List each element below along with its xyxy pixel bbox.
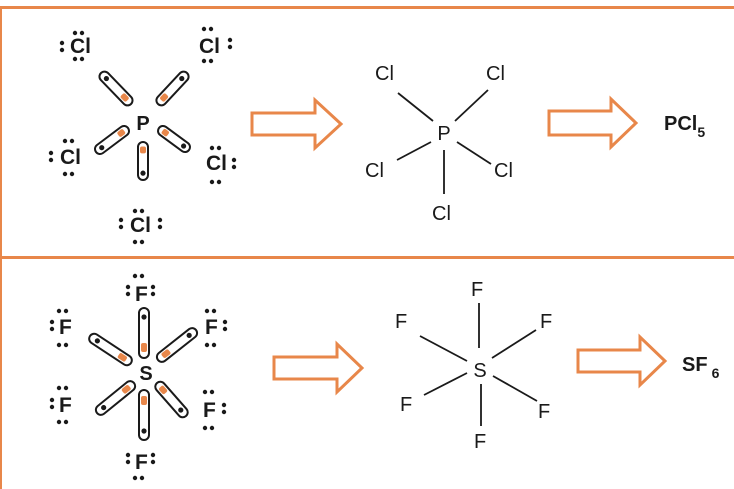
lone-pair-dots — [125, 273, 156, 297]
svg-text:F: F — [205, 316, 218, 339]
lone-pair-dots — [201, 26, 233, 64]
lone-pair-dots — [202, 389, 227, 431]
pcl5-structure-cl: Cl — [432, 203, 451, 225]
arrow-right-icon — [272, 340, 365, 396]
sf6-structure-f: F — [474, 431, 486, 453]
svg-text:F: F — [59, 394, 72, 417]
svg-text:F: F — [135, 451, 148, 474]
electron-dot — [117, 129, 126, 137]
bond-pair — [138, 307, 150, 359]
bond-pair — [98, 70, 134, 107]
pcl5-structure-cl: Cl — [486, 63, 505, 85]
lone-pair-dots — [49, 308, 69, 348]
svg-text:F: F — [203, 399, 216, 422]
electron-dot — [186, 332, 192, 338]
pcl5-panel — [0, 6, 734, 256]
bond-pair — [157, 124, 191, 154]
bond-pair — [94, 380, 137, 416]
f-bottom-atom: F — [125, 451, 156, 481]
f-top-atom: F — [125, 273, 156, 306]
f-lower-left-atom: F — [49, 385, 72, 425]
electron-dot — [99, 145, 105, 151]
lone-pair-dots — [204, 308, 228, 348]
arrow-right-icon — [547, 95, 639, 151]
sf6-lewis-bonds — [88, 307, 199, 441]
electron-dot — [101, 405, 107, 411]
sf6-structure-f: F — [471, 279, 483, 301]
sf6-structure-central-atom: S — [473, 360, 486, 382]
cl-top-left-atom: Cl — [59, 30, 91, 62]
electron-dot — [141, 343, 147, 352]
electron-dot — [94, 338, 100, 344]
svg-text:Cl: Cl — [206, 152, 227, 175]
bond-pair — [138, 389, 150, 441]
sf6-structure-f: F — [395, 311, 407, 333]
cl-top-right-atom: Cl — [199, 26, 233, 64]
svg-text:Cl: Cl — [199, 35, 220, 58]
electron-dot — [160, 93, 169, 102]
sf6-panel — [0, 256, 734, 489]
pcl5-structure-central-atom: P — [437, 123, 450, 145]
lone-pair-dots — [209, 145, 237, 185]
lone-pair-dots — [118, 208, 163, 245]
arrow-right-icon — [576, 333, 668, 389]
svg-text:Cl: Cl — [70, 35, 91, 58]
pcl5-structure-cl: Cl — [365, 160, 384, 182]
bond-pair — [88, 332, 133, 367]
electron-dot — [117, 353, 127, 362]
electron-dot — [179, 75, 185, 82]
pcl5-lewis-structure: P Cl Cl Cl — [48, 26, 237, 245]
pcl5-structure-cl: Cl — [494, 160, 513, 182]
bond-pair — [155, 327, 199, 363]
electron-dot — [161, 349, 171, 358]
svg-text:Cl: Cl — [60, 146, 81, 169]
cl-mid-left-atom: Cl — [48, 138, 81, 177]
svg-text:F: F — [59, 316, 72, 339]
bond-pair — [155, 70, 190, 107]
electron-dot — [178, 407, 184, 413]
pcl5-structural-formula — [396, 89, 492, 194]
cl-bottom-atom: Cl — [118, 208, 163, 245]
electron-dot — [140, 146, 146, 154]
lone-pair-dots — [125, 452, 156, 481]
svg-text:Cl: Cl — [130, 214, 151, 237]
lone-pair-dots — [48, 138, 75, 177]
f-upper-left-atom: F — [49, 308, 72, 348]
sf6-structural-formula — [419, 303, 538, 426]
lone-pair-dots — [49, 385, 69, 425]
pcl5-formula: PCl5 — [664, 113, 705, 140]
electron-dot — [181, 143, 187, 149]
pcl5-lewis-central-atom: P — [136, 113, 149, 135]
f-upper-right-atom: F — [204, 308, 228, 348]
bond-pair — [94, 125, 131, 156]
arrow-right-icon — [250, 96, 344, 152]
sf6-structure-f: F — [540, 311, 552, 333]
sf6-structure-f: F — [400, 394, 412, 416]
electron-dot — [159, 385, 168, 395]
electron-dot — [121, 385, 131, 394]
lone-pair-dots — [59, 30, 85, 62]
sf6-structure-f: F — [538, 401, 550, 423]
pcl5-structure-cl: Cl — [375, 63, 394, 85]
electron-dot — [140, 170, 146, 176]
electron-dot — [120, 93, 129, 102]
electron-dot — [141, 396, 147, 405]
svg-text:F: F — [135, 283, 148, 306]
cl-mid-right-atom: Cl — [206, 145, 237, 185]
electron-dot — [141, 314, 147, 320]
bond-pair — [137, 141, 149, 181]
sf6-lewis-structure: S F F F — [49, 273, 228, 481]
electron-dot — [103, 75, 110, 82]
electron-dot — [141, 428, 147, 434]
electron-dot — [161, 129, 169, 137]
pcl5-lewis-bonds — [94, 70, 191, 181]
f-lower-right-atom: F — [202, 389, 227, 431]
sf6-lewis-central-atom: S — [139, 363, 152, 385]
bond-pair — [154, 380, 189, 419]
